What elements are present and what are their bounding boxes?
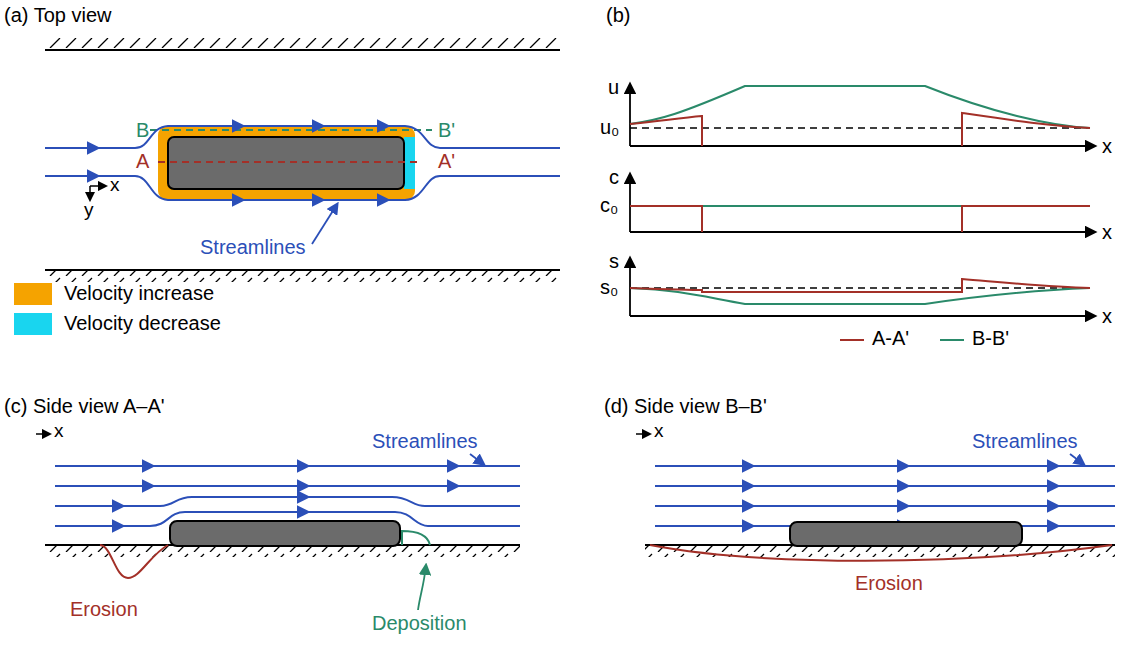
section-mark: A' xyxy=(438,150,455,173)
legend-swatch xyxy=(14,283,52,305)
section-mark: B' xyxy=(438,119,455,142)
panel-title: (a) Top view xyxy=(4,4,111,27)
axis-label: u₀ xyxy=(600,116,619,139)
side-view-b xyxy=(636,434,1115,561)
axis-label: s₀ xyxy=(600,276,618,299)
section-mark: A xyxy=(136,150,149,173)
axis-label: x xyxy=(1102,221,1112,244)
axis-label: y xyxy=(84,199,94,221)
legend-text: Velocity decrease xyxy=(64,312,221,335)
section-mark: B xyxy=(136,119,149,142)
top-view xyxy=(45,38,560,282)
axis-label: x xyxy=(1102,135,1112,158)
axis-label: x xyxy=(110,174,120,196)
legend-line-sample xyxy=(940,339,964,341)
legend-text: B-B' xyxy=(972,327,1009,350)
axis-label: u xyxy=(608,76,619,99)
axis-label: x xyxy=(1102,305,1112,328)
process-label: Deposition xyxy=(372,612,467,635)
legend-swatch xyxy=(14,313,52,335)
callout-label: Streamlines xyxy=(372,430,478,453)
axis-label: x xyxy=(654,420,664,442)
axis-label: c₀ xyxy=(600,194,618,217)
panel-title: (b) xyxy=(606,4,630,27)
axis-label: x xyxy=(54,420,64,442)
panel-title: (d) Side view B–B' xyxy=(604,395,767,418)
axis-label: c xyxy=(609,166,619,189)
callout-label: Streamlines xyxy=(972,430,1078,453)
axis-label: s xyxy=(609,250,619,273)
process-label: Erosion xyxy=(70,598,138,621)
profile-plots xyxy=(630,84,1095,316)
legend-text: A-A' xyxy=(872,327,909,350)
legend-line-sample xyxy=(840,339,864,341)
side-view-a xyxy=(36,434,520,610)
panel-title: (c) Side view A–A' xyxy=(4,395,165,418)
callout-label: Streamlines xyxy=(200,236,306,259)
legend-text: Velocity increase xyxy=(64,282,214,305)
process-label: Erosion xyxy=(855,572,923,595)
